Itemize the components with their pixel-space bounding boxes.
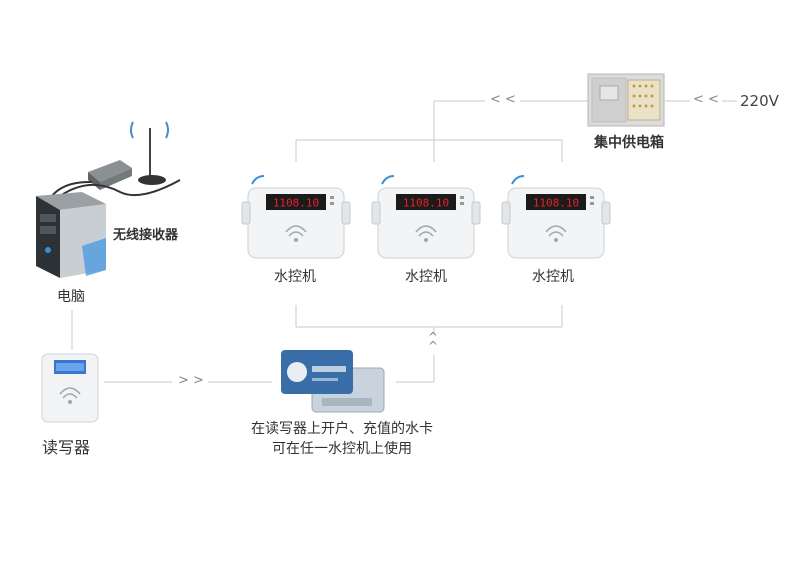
water-controller-label-3: 水控机 <box>532 269 574 285</box>
left-arrows-label: < < <box>490 92 516 107</box>
power-box-icon <box>587 73 665 127</box>
reader-label: 读写器 <box>42 438 91 457</box>
card-caption: 在读写器上开户、充值的水卡 可在任一水控机上使用 <box>232 419 452 459</box>
controller-display-value: 1108.10 <box>533 197 579 210</box>
power-box-label: 集中供电箱 <box>594 135 664 151</box>
water-controller-icon: 1108.10 <box>501 175 611 259</box>
card-reader-icon <box>41 353 99 423</box>
controller-display-value: 1108.10 <box>403 197 449 210</box>
controller-display-value: 1108.10 <box>273 197 319 210</box>
power-input-label: 220V <box>740 92 779 110</box>
up-arrows-label: ^ ^ <box>428 330 439 353</box>
receiver-label: 无线接收器 <box>113 228 179 243</box>
right-arrows-label: > > <box>178 373 204 388</box>
water-card-icon <box>281 350 385 413</box>
computer-icon <box>36 192 106 278</box>
water-controller-icon: 1108.10 <box>371 175 481 259</box>
water-controller-label-1: 水控机 <box>274 269 316 285</box>
card-caption-line1: 在读写器上开户、充值的水卡 <box>251 421 433 437</box>
left-arrows-label-right: < < <box>693 92 719 107</box>
computer-label: 电脑 <box>57 289 85 305</box>
water-controller-icon: 1108.10 <box>241 175 351 259</box>
card-caption-line2: 可在任一水控机上使用 <box>272 441 412 457</box>
water-controller-label-2: 水控机 <box>405 269 447 285</box>
